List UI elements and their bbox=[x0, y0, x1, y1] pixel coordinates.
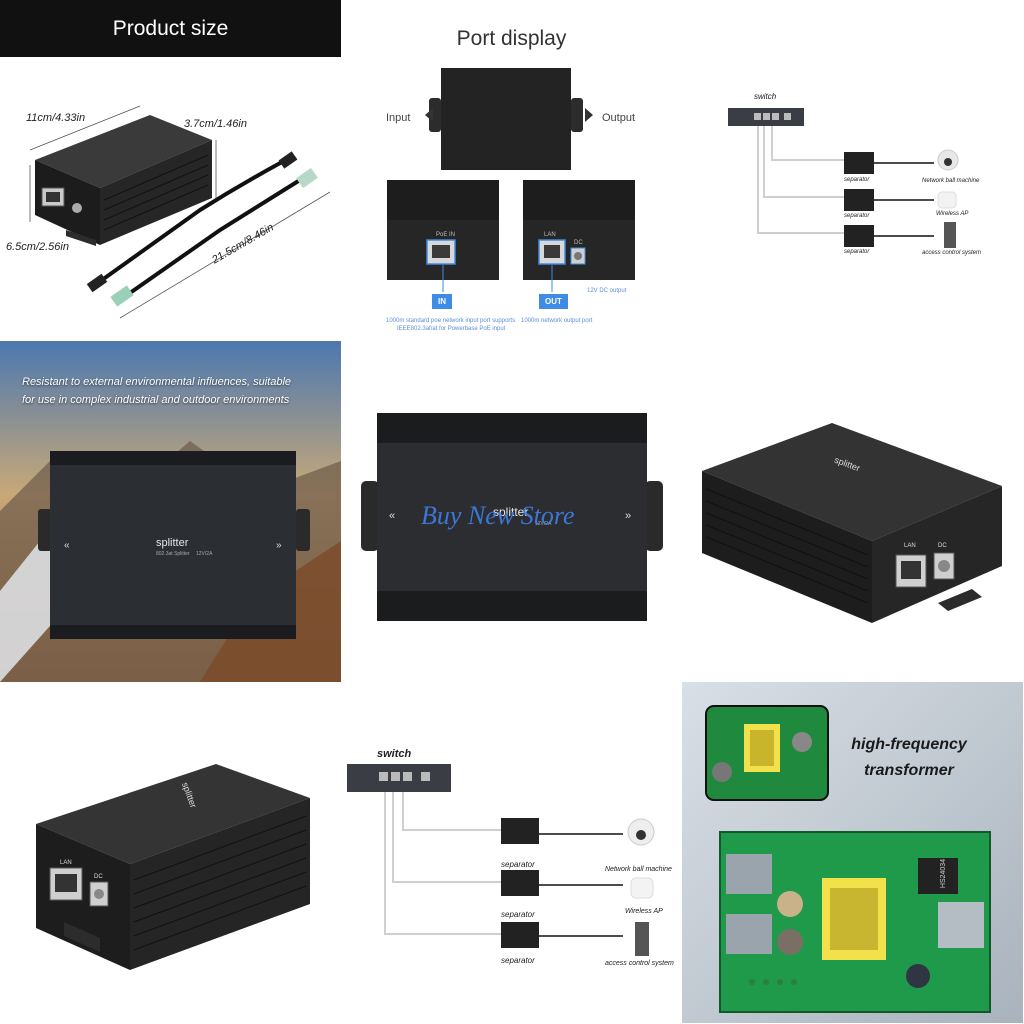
panel-angle-view-2: splitter LAN DC bbox=[0, 682, 341, 1023]
network-large-diagram bbox=[347, 764, 655, 956]
out-description: 1000m network output port bbox=[521, 318, 593, 324]
svg-text:»: » bbox=[625, 510, 631, 522]
in-badge: IN bbox=[432, 294, 452, 309]
angle2-lan-label: LAN bbox=[60, 860, 72, 866]
port-display-title: Port display bbox=[456, 27, 567, 50]
env-device-spec: 12V/2A bbox=[196, 551, 213, 557]
switch-label-large: switch bbox=[377, 748, 412, 760]
product-size-illustration bbox=[29, 105, 331, 319]
switch-label-small: switch bbox=[754, 92, 777, 101]
input-arrow-icon bbox=[425, 108, 433, 122]
dc-port-label: DC bbox=[574, 240, 583, 246]
out-badge: OUT bbox=[539, 294, 568, 309]
environment-text-line1: Resistant to external environmental infl… bbox=[22, 376, 292, 388]
env-device-label: splitter bbox=[156, 537, 189, 549]
in-description-line2: IEEE802.3af/at for Powerbase PoE input bbox=[397, 326, 506, 332]
device-label-1: Network ball machine bbox=[922, 178, 980, 184]
angle-lan-label: LAN bbox=[904, 543, 916, 549]
panel-port-display: Port display Input Output PoE IN LAN DC … bbox=[341, 0, 682, 341]
output-arrow-icon bbox=[585, 108, 593, 122]
angle-view-device bbox=[702, 423, 1002, 623]
panel-top-view: « » splitter 12V/2A Buy New Store bbox=[341, 341, 682, 682]
env-device-sublabel: 802.3at Splitter bbox=[156, 551, 190, 557]
separator-label-1: separator bbox=[844, 177, 870, 183]
svg-text:«: « bbox=[389, 510, 395, 522]
access-control-icon bbox=[944, 222, 956, 248]
separator-label-large-3: separator bbox=[501, 956, 535, 965]
svg-text:»: » bbox=[276, 540, 282, 551]
transformer-text-line1: high-frequency bbox=[851, 736, 967, 753]
input-label: Input bbox=[386, 112, 411, 124]
separator-label-large-1: separator bbox=[501, 860, 535, 869]
top-device-label: splitter bbox=[493, 505, 529, 519]
device-label-3: access control system bbox=[922, 250, 982, 256]
dim-width-label: 6.5cm/2.56in bbox=[6, 241, 69, 253]
panel-environment: « » Resistant to external environmental … bbox=[0, 341, 341, 682]
device-label-2: Wireless AP bbox=[936, 211, 969, 217]
svg-text:«: « bbox=[64, 540, 70, 551]
environment-text: Resistant to external environmental infl… bbox=[22, 373, 322, 409]
in-description-line1: 1000m standard poe network input port su… bbox=[386, 318, 516, 324]
device-label-large-2: Wireless AP bbox=[625, 908, 663, 915]
product-size-banner: Product size bbox=[0, 0, 341, 57]
separator-label-2: separator bbox=[844, 213, 870, 219]
chip-text: HS24034 bbox=[940, 858, 948, 889]
angle-view-2-device bbox=[36, 764, 310, 970]
top-view-device: « » bbox=[361, 413, 663, 621]
output-label: Output bbox=[602, 112, 636, 124]
port-display-illustration bbox=[387, 68, 635, 292]
environment-background: « » bbox=[0, 341, 341, 682]
panel-network-small: switch separator separator separator Net… bbox=[682, 0, 1023, 341]
wireless-ap-icon-large bbox=[630, 877, 654, 899]
transformer-text-line2: transformer bbox=[864, 762, 954, 779]
dim-length-label: 11cm/4.33in bbox=[26, 112, 86, 124]
store-watermark: Buy New Store bbox=[421, 501, 575, 530]
panel-network-large: switch separator separator separator Net… bbox=[341, 682, 682, 1023]
separator-label-large-2: separator bbox=[501, 910, 535, 919]
angle2-dc-label: DC bbox=[94, 874, 103, 880]
device-label-large-1: Network ball machine bbox=[605, 866, 672, 873]
access-control-icon-large bbox=[635, 922, 649, 956]
dim-height-label: 3.7cm/1.46in bbox=[184, 118, 247, 130]
lan-port-label: LAN bbox=[544, 232, 556, 238]
transformer-caption: high-frequency transformer bbox=[834, 732, 984, 784]
network-small-diagram bbox=[728, 108, 959, 248]
transformer-illustration bbox=[682, 682, 1023, 1023]
panel-transformer: high-frequency transformer HS24034 bbox=[682, 682, 1023, 1023]
wireless-ap-icon bbox=[937, 191, 957, 209]
panel-product-size: Product size 11cm/4.33in 3.7cm/1.46in 6.… bbox=[0, 0, 341, 341]
device-label-large-3: access control system bbox=[605, 960, 674, 967]
top-device-spec: 12V/2A bbox=[535, 521, 552, 527]
angle-dc-label: DC bbox=[938, 543, 947, 549]
dc-description: 12V DC output bbox=[587, 288, 627, 294]
panel-angle-view: splitter LAN DC bbox=[682, 341, 1023, 682]
environment-text-line2: for use in complex industrial and outdoo… bbox=[22, 394, 290, 406]
in-port-label: PoE IN bbox=[436, 232, 456, 238]
separator-label-3: separator bbox=[844, 249, 870, 255]
